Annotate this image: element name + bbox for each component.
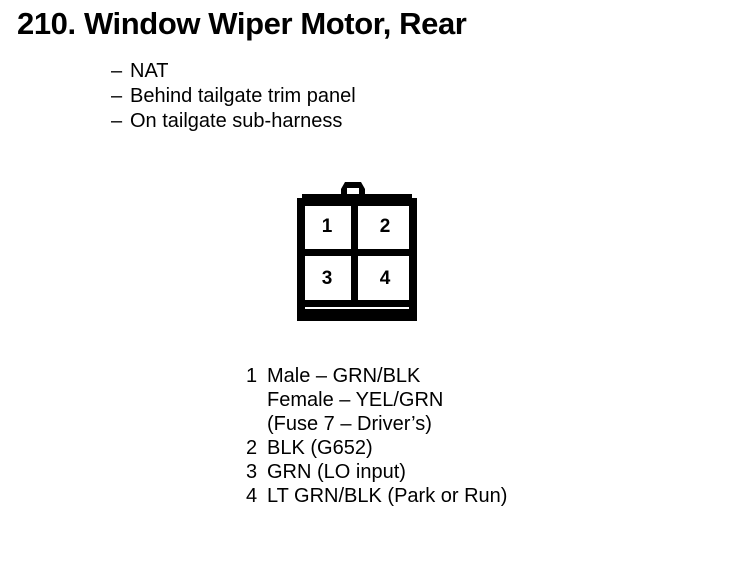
legend-line: Female – YEL/GRN <box>267 389 444 411</box>
page-title: 210. Window Wiper Motor, Rear <box>17 6 467 41</box>
legend-row: 2 BLK (G652) <box>246 436 507 460</box>
legend-pin-number: 3 <box>246 461 258 483</box>
legend-pin-description: LT GRN/BLK (Park or Run) <box>267 484 507 508</box>
legend-pin-description: Male – GRN/BLK Female – YEL/GRN (Fuse 7 … <box>267 364 443 436</box>
dash-icon: – <box>111 85 123 107</box>
notes-list: – NAT – Behind tailgate trim panel – On … <box>111 59 356 134</box>
dash-icon: – <box>111 110 123 132</box>
note-text: NAT <box>130 60 169 82</box>
legend-line: LT GRN/BLK (Park or Run) <box>267 485 508 507</box>
note-item: – Behind tailgate trim panel <box>111 84 356 109</box>
legend-pin-number: 1 <box>246 365 258 387</box>
legend-pin-description: BLK (G652) <box>267 436 373 460</box>
legend-line: Male – GRN/BLK <box>267 365 421 387</box>
legend-line: (Fuse 7 – Driver’s) <box>267 413 432 435</box>
legend-line: BLK (G652) <box>267 437 373 459</box>
legend-pin-number: 4 <box>246 485 258 507</box>
legend-row: 3 GRN (LO input) <box>246 460 507 484</box>
dash-icon: – <box>111 60 123 82</box>
connector-cell-dividers <box>302 200 412 307</box>
legend-row: 4 LT GRN/BLK (Park or Run) <box>246 484 507 508</box>
connector-diagram: 1 2 3 4 <box>293 177 421 327</box>
note-text: Behind tailgate trim panel <box>130 85 356 107</box>
note-item: – On tailgate sub-harness <box>111 109 356 134</box>
note-item: – NAT <box>111 59 356 84</box>
legend-line: GRN (LO input) <box>267 461 406 483</box>
pin-legend: 1 Male – GRN/BLK Female – YEL/GRN (Fuse … <box>246 364 507 508</box>
connector-pin-4-label: 4 <box>380 268 391 289</box>
legend-pin-description: GRN (LO input) <box>267 460 406 484</box>
legend-row: 1 Male – GRN/BLK Female – YEL/GRN (Fuse … <box>246 364 507 436</box>
connector-pin-2-label: 2 <box>380 216 391 237</box>
connector-pin-1-label: 1 <box>322 216 333 237</box>
legend-pin-number: 2 <box>246 437 258 459</box>
connector-pin-3-label: 3 <box>322 268 333 289</box>
note-text: On tailgate sub-harness <box>130 110 343 132</box>
